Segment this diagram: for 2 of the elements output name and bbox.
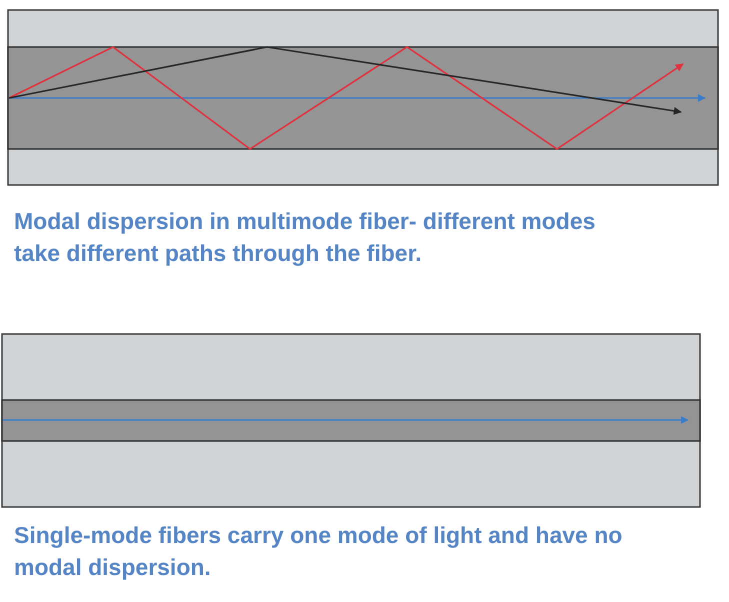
caption-text: Single-mode fibers carry one mode of light and have no modal dispersion. <box>14 521 624 582</box>
caption-text: Modal dispersion in multimode fiber- different modes take different paths through the fiber. <box>14 207 596 268</box>
